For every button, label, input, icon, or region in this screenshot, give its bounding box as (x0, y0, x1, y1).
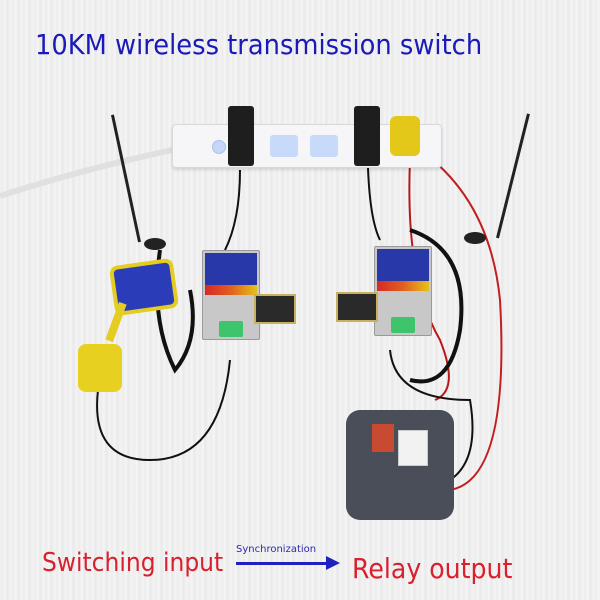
antenna-base-right (464, 232, 486, 244)
terminal-block (391, 317, 415, 333)
power-strip-button (212, 140, 226, 154)
arrowhead-icon (326, 556, 340, 570)
transmitter-module (202, 250, 260, 340)
power-adapter-left (228, 106, 254, 166)
module-label-band (377, 281, 429, 291)
arrow-label: Synchronization (236, 544, 317, 555)
socket-icon (310, 135, 338, 157)
motor-terminal-block (398, 430, 428, 466)
yellow-plug (390, 116, 420, 156)
terminal-block (219, 321, 243, 337)
module-label-band (205, 285, 257, 295)
page-title: 10KM wireless transmission switch (34, 28, 483, 61)
din-rail-right (336, 292, 378, 322)
receiver-module (374, 246, 432, 336)
din-rail-left (254, 294, 296, 324)
arrow-right-icon (236, 562, 328, 565)
motor-capacitor (372, 424, 394, 452)
antenna-base-left (144, 238, 166, 250)
float-switch-weight (78, 344, 122, 392)
caption-left: Switching input (42, 548, 224, 578)
power-adapter-right (354, 106, 380, 166)
socket-icon (270, 135, 298, 157)
caption-right: Relay output (352, 552, 513, 585)
